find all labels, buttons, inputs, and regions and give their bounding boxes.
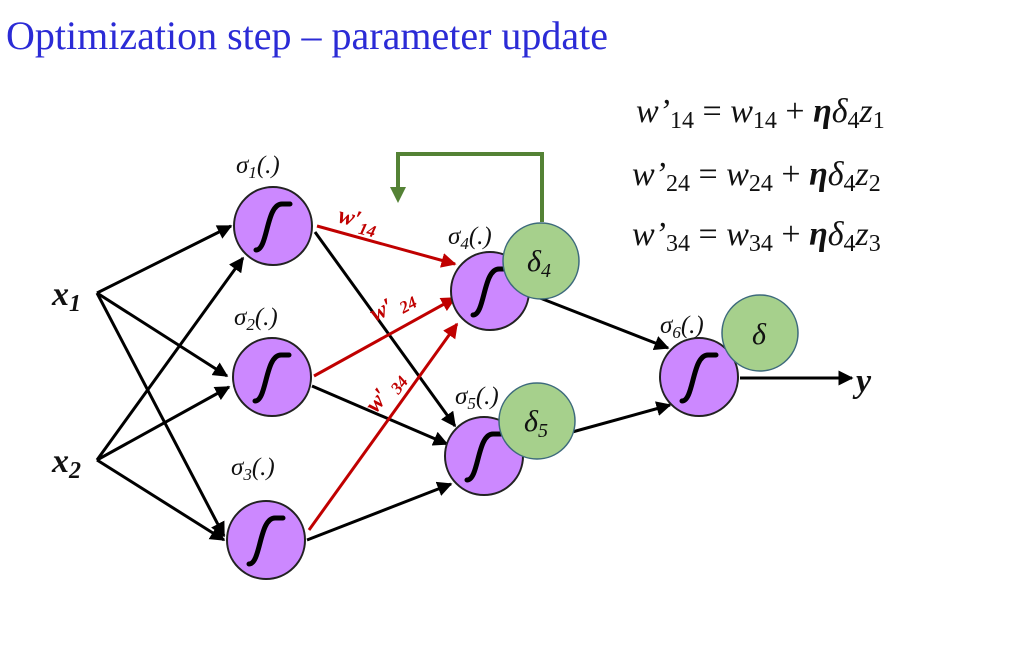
input-label-x2: x2 bbox=[51, 443, 81, 484]
weight-label-14: w′14 bbox=[335, 203, 381, 242]
neuron-6 bbox=[659, 337, 739, 417]
sigmoid-icon bbox=[464, 431, 504, 483]
edge-n3-n4-updated bbox=[307, 322, 459, 531]
neuron-2 bbox=[232, 337, 312, 417]
weight-label-24: w′ 24 bbox=[366, 283, 420, 331]
neuron-1 bbox=[233, 186, 313, 266]
delta-label-4: δ4 bbox=[527, 245, 551, 282]
delta-circle-5 bbox=[498, 382, 576, 460]
edge-n1-n4-updated bbox=[316, 224, 457, 268]
delta-circle-4 bbox=[502, 222, 580, 300]
edge-n2-n4-updated bbox=[313, 296, 457, 378]
edge-x2-n1 bbox=[95, 256, 245, 461]
neuron-label-2: σ2(.) bbox=[234, 304, 278, 334]
sigmoid-icon bbox=[679, 352, 719, 404]
updated-weights bbox=[307, 224, 459, 531]
input-edges bbox=[95, 224, 245, 542]
neurons bbox=[226, 186, 739, 580]
neuron-label-1: σ1(.) bbox=[236, 152, 280, 182]
equation-w14: w’14 = w14 + ηδ4z1 bbox=[636, 93, 885, 134]
equation-w34: w’34 = w34 + ηδ4z3 bbox=[632, 216, 881, 257]
sigmoid-icon bbox=[253, 201, 293, 253]
edge-n4-n6 bbox=[539, 296, 670, 351]
update-equations: w’14 = w14 + ηδ4z1 w’24 = w24 + ηδ4z2 w’… bbox=[632, 93, 885, 257]
delta-label-5: δ5 bbox=[524, 405, 548, 442]
edge-x1-n2 bbox=[96, 291, 229, 378]
neuron-label-6: σ6(.) bbox=[660, 312, 704, 342]
feedback-arrow bbox=[390, 152, 544, 222]
edge-x2-n3 bbox=[96, 458, 226, 542]
edge-n5-n6 bbox=[564, 401, 672, 436]
neuron-label-5: σ5(.) bbox=[455, 383, 499, 413]
edge-x2-n2 bbox=[96, 385, 231, 462]
weight-label-34: w′ 34 bbox=[360, 366, 412, 421]
equation-w24: w’24 = w24 + ηδ4z2 bbox=[632, 156, 881, 197]
edge-x1-n3 bbox=[95, 292, 226, 538]
sigmoid-icon bbox=[470, 266, 510, 318]
sigmoid-icon bbox=[252, 352, 292, 404]
edge-n1-n5 bbox=[313, 231, 457, 428]
edge-x1-n1 bbox=[96, 224, 233, 295]
edge-n3-n5 bbox=[306, 481, 453, 542]
neuron-label-4: σ4(.) bbox=[448, 223, 492, 253]
neuron-label-3: σ3(.) bbox=[231, 454, 275, 484]
delta-label-6: δ bbox=[752, 318, 767, 351]
output-label: y bbox=[852, 363, 872, 400]
slide-title: Optimization step – parameter update bbox=[6, 13, 609, 58]
delta-circle-6 bbox=[721, 294, 799, 372]
neuron-3 bbox=[226, 500, 306, 580]
edge-n2-n5 bbox=[311, 384, 449, 446]
sigmoid-icon bbox=[246, 515, 286, 567]
hidden-edges bbox=[306, 231, 854, 542]
input-label-x1: x1 bbox=[51, 276, 81, 317]
delta-circles bbox=[498, 222, 799, 460]
